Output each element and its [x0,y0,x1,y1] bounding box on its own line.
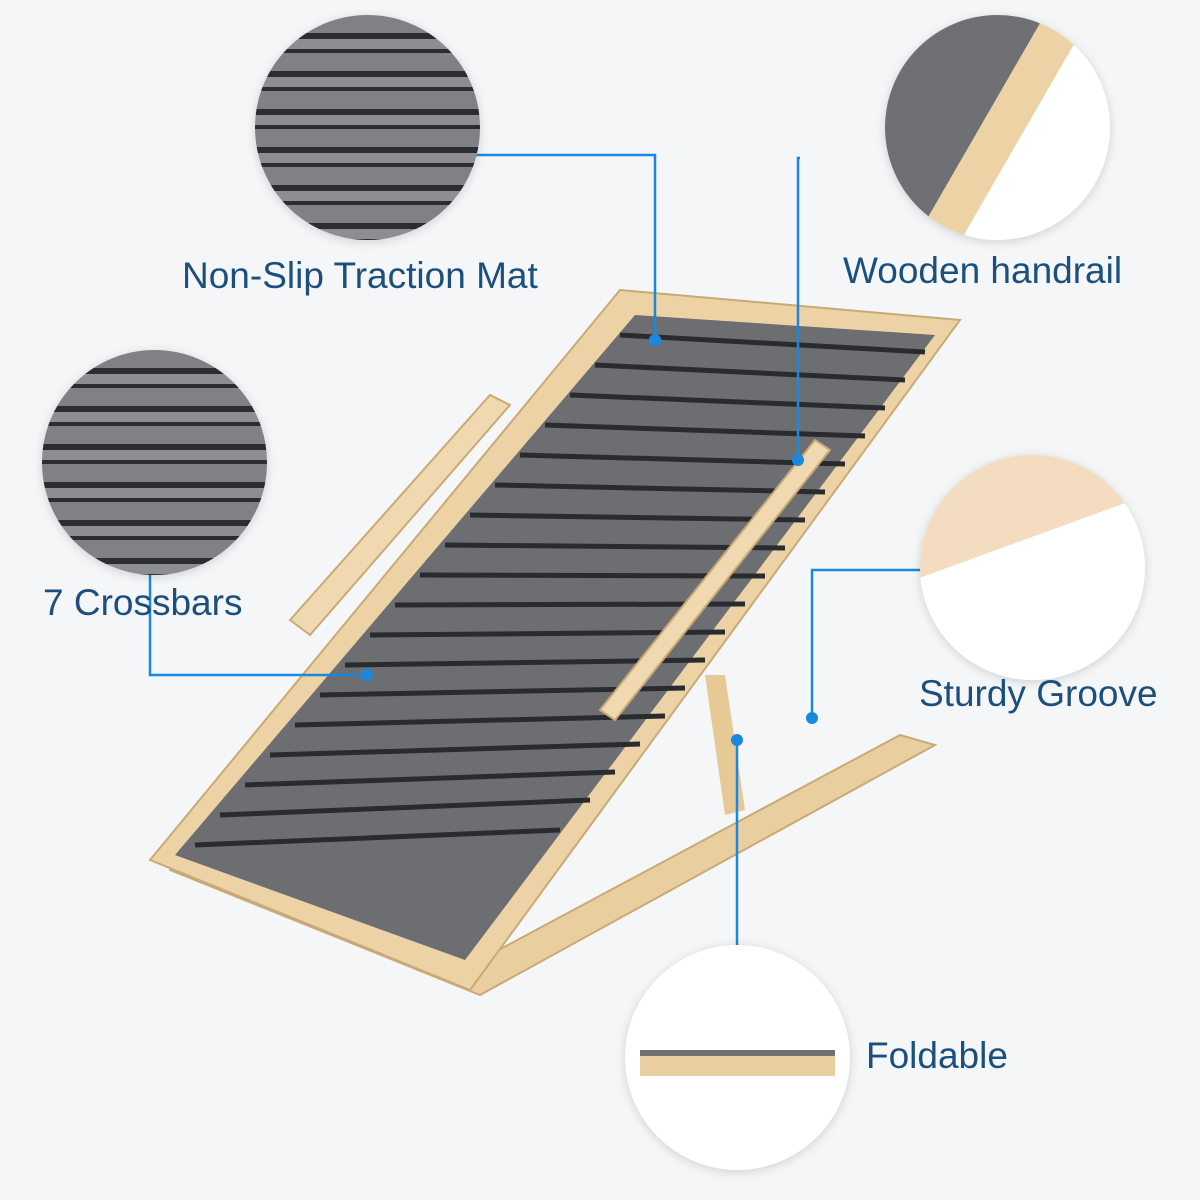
folded-ramp-image [640,1050,835,1076]
handrail-detail-circle [885,15,1110,240]
callout-groove-label: Sturdy Groove [919,673,1158,714]
foldable-detail-circle [625,945,850,1170]
mat-detail-circle [255,15,480,240]
callout-handrail-label: Wooden handrail [843,250,1123,291]
callout-crossbars-label: 7 Crossbars [43,582,243,623]
callout-foldable-label: Foldable [866,1035,1008,1076]
crossbars-detail-circle [42,350,267,575]
groove-detail-circle [920,455,1145,680]
callout-mat-label: Non-Slip Traction Mat [182,255,538,296]
